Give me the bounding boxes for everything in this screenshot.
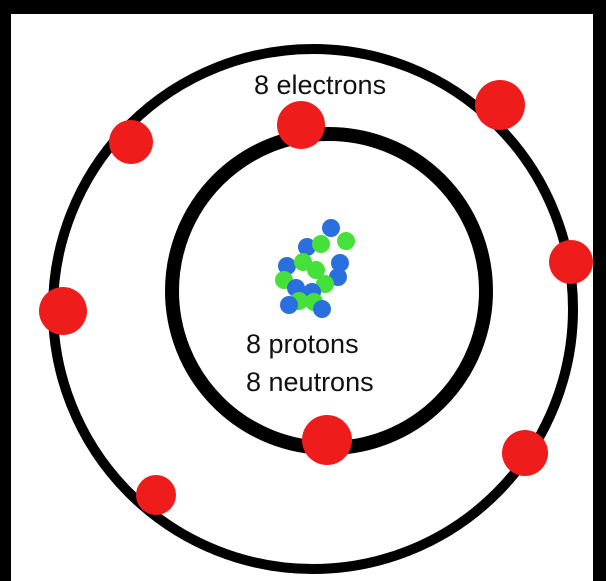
electron (502, 430, 548, 476)
electron (109, 120, 153, 164)
electron (136, 475, 176, 515)
neutron (337, 232, 355, 250)
proton (322, 219, 340, 237)
frame-border-left (0, 0, 11, 581)
neutron (307, 261, 325, 279)
nucleus (275, 219, 355, 318)
electron (277, 101, 325, 149)
protons-label: 8 protons (246, 329, 359, 359)
proton (313, 300, 331, 318)
frame-border-top (0, 0, 606, 14)
neutrons-label: 8 neutrons (246, 367, 374, 397)
electrons-label: 8 electrons (254, 70, 386, 100)
proton (298, 238, 316, 256)
neutron (312, 235, 330, 253)
proton (278, 257, 296, 275)
electron (475, 80, 525, 130)
proton (331, 254, 349, 272)
frame-border-right (593, 0, 606, 581)
electron (39, 287, 87, 335)
electrons (39, 80, 593, 515)
electron (302, 415, 352, 465)
proton (280, 296, 298, 314)
neutron (294, 253, 312, 271)
electron (549, 240, 593, 284)
neutron (316, 275, 334, 293)
